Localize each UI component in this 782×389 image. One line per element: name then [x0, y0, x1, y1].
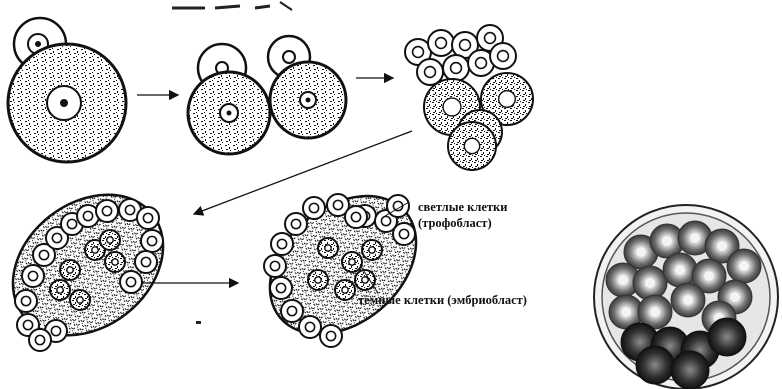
- dark-cell: [100, 230, 120, 250]
- stage-two-cells: [188, 36, 346, 154]
- stage-morula-late: [0, 166, 191, 365]
- light-cell: [120, 271, 142, 293]
- light-cell: [270, 277, 292, 299]
- photo-cell: [663, 253, 697, 287]
- light-cell: [29, 329, 51, 351]
- stage-morula-labeled: [243, 168, 443, 362]
- light-cell: [443, 55, 469, 81]
- top-crop-fragment: [172, 2, 292, 10]
- light-cell: [271, 233, 293, 255]
- light-cell: [285, 213, 307, 235]
- light-cell: [22, 265, 44, 287]
- photo-dark-cell: [708, 318, 746, 356]
- dark-cell: [448, 122, 496, 170]
- cell-large-left: [188, 72, 270, 154]
- light-cell: [320, 325, 342, 347]
- light-cell: [345, 206, 367, 228]
- dark-cell: [342, 252, 362, 272]
- label-light-cells-line2: (трофобласт): [418, 216, 492, 230]
- large-blastomere: [8, 44, 126, 162]
- photo-cell: [633, 266, 667, 300]
- light-cell: [141, 230, 163, 252]
- light-cell: [264, 255, 286, 277]
- dark-cell: [308, 270, 328, 290]
- dark-cell: [70, 290, 90, 310]
- photo-cell: [671, 283, 705, 317]
- stray-mark: [196, 321, 201, 324]
- light-cell: [15, 290, 37, 312]
- cell-large-right: [270, 62, 346, 138]
- dark-cell: [362, 240, 382, 260]
- stage-zygote: [8, 18, 126, 162]
- light-cell: [387, 195, 409, 217]
- dark-cell: [335, 280, 355, 300]
- label-dark-cells-text: тёмные клетки (эмбриобласт): [358, 293, 527, 307]
- light-cell: [137, 207, 159, 229]
- light-cell: [281, 300, 303, 322]
- light-cell: [393, 223, 415, 245]
- stage-blastocyst-photo: [594, 205, 778, 389]
- light-cell: [490, 43, 516, 69]
- dark-cell: [60, 260, 80, 280]
- dark-cell: [50, 280, 70, 300]
- dark-cell: [318, 238, 338, 258]
- stage-morula-early: [405, 25, 533, 170]
- light-cell: [135, 251, 157, 273]
- light-cell: [428, 30, 454, 56]
- photo-cell: [727, 249, 761, 283]
- light-cell: [96, 200, 118, 222]
- dark-cell: [105, 252, 125, 272]
- photo-dark-cell: [636, 346, 674, 384]
- photo-dark-cell: [671, 351, 709, 389]
- label-light-cells-line1: светлые клетки: [418, 200, 507, 214]
- light-cell: [299, 316, 321, 338]
- light-cell: [303, 197, 325, 219]
